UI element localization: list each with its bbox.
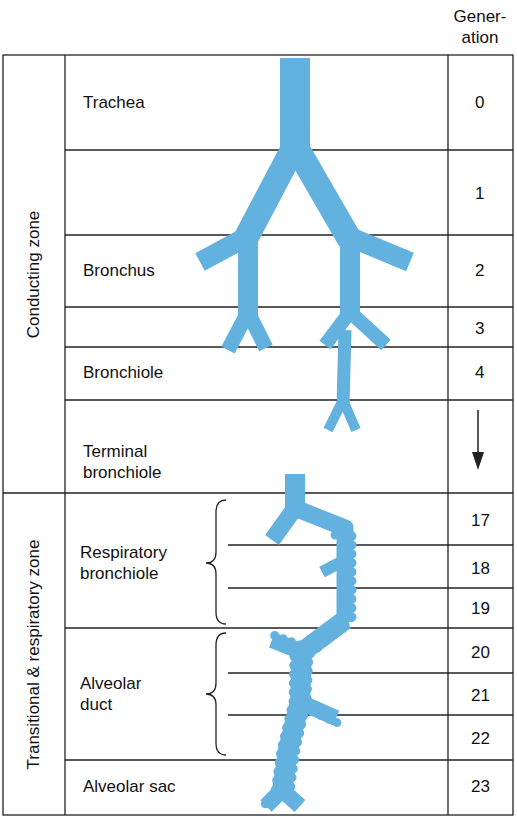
generation-number: 22 bbox=[471, 728, 490, 749]
airway-label: Respiratory bronchiole bbox=[80, 542, 198, 584]
table-grid bbox=[3, 55, 513, 815]
airway-label: Trachea bbox=[83, 92, 145, 113]
generation-number: 2 bbox=[475, 260, 484, 281]
generation-number: 21 bbox=[471, 685, 490, 706]
generation-number: 18 bbox=[471, 558, 490, 579]
zone-label: Transitional & respiratory zone bbox=[23, 540, 44, 770]
generation-number: 17 bbox=[471, 510, 490, 531]
generation-number: 23 bbox=[471, 776, 490, 797]
zone-label: Conducting zone bbox=[23, 211, 44, 339]
airway-label: Alveolar duct bbox=[80, 673, 170, 715]
generation-number: 20 bbox=[471, 642, 490, 663]
generation-number: 19 bbox=[471, 598, 490, 619]
column-header: Gener- ation bbox=[450, 6, 510, 48]
generation-number: 1 bbox=[475, 183, 484, 204]
airway-label: Bronchiole bbox=[83, 362, 163, 383]
airway-label: Alveolar sac bbox=[83, 776, 176, 797]
generation-number: 4 bbox=[475, 362, 484, 383]
bronchial-tree bbox=[200, 58, 410, 808]
generation-number: 0 bbox=[475, 92, 484, 113]
generation-number: 3 bbox=[475, 318, 484, 339]
down-arrow bbox=[472, 410, 484, 470]
airway-label: Bronchus bbox=[83, 260, 155, 281]
airway-label: Terminal bronchiole bbox=[83, 441, 203, 483]
curly-bracket bbox=[206, 500, 226, 755]
